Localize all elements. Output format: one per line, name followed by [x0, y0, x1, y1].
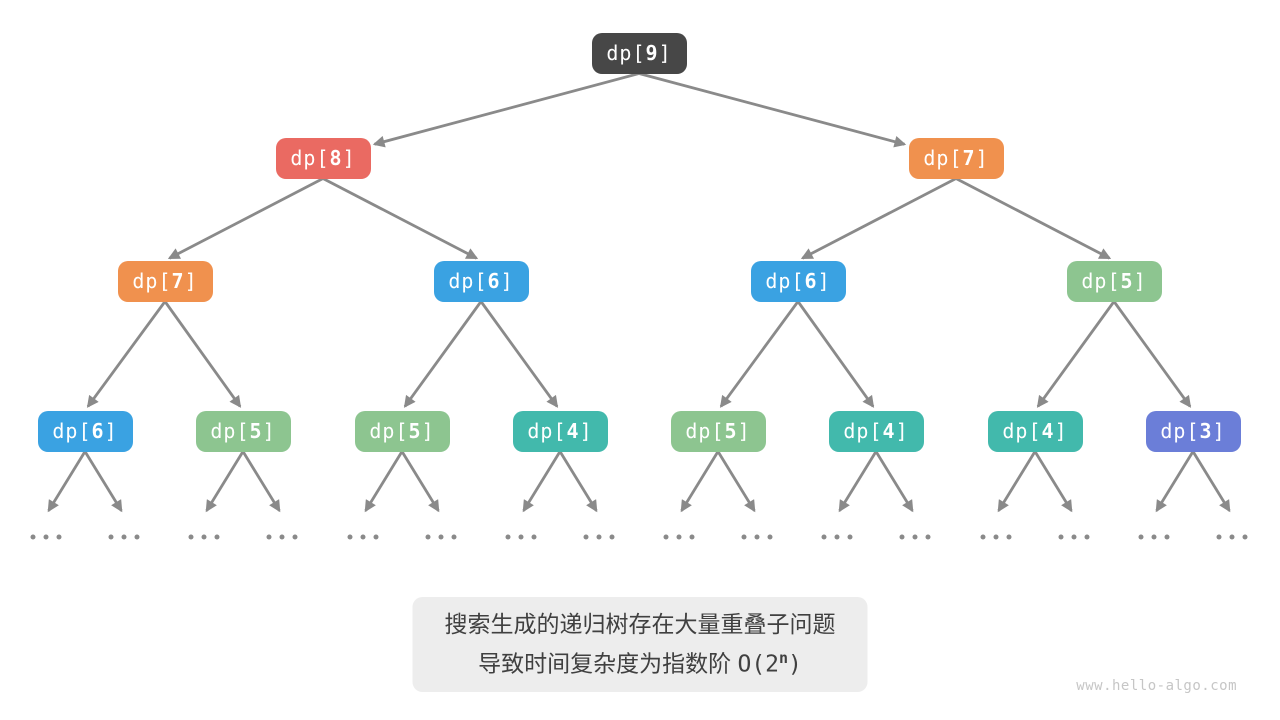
tree-edge: [479, 300, 559, 408]
tree-node-dp7r: dp[7]: [908, 137, 1004, 179]
caption-line-1: 搜索生成的递归树存在大量重叠子问题: [444, 611, 836, 637]
tree-edge: [83, 450, 123, 513]
tree-edge: [322, 177, 479, 260]
ellipsis-e10: [741, 534, 773, 540]
tree-edge: [400, 450, 440, 513]
ellipsis-e11: [821, 534, 853, 540]
tree-edge: [47, 450, 87, 513]
tree-edge: [86, 300, 167, 408]
tree-edge: [1155, 450, 1195, 513]
ellipsis-e9: [663, 534, 695, 540]
complexity-exponent: n: [779, 649, 789, 667]
tree-node-dp5a: dp[5]: [1066, 260, 1162, 302]
ellipsis-e13: [980, 534, 1012, 540]
tree-edge: [796, 300, 875, 408]
ellipsis-e1: [30, 534, 62, 540]
ellipsis-e16: [1216, 534, 1248, 540]
tree-edge: [163, 300, 242, 408]
tree-node-dp6c: dp[6]: [37, 410, 133, 452]
tree-edge: [719, 300, 800, 408]
caption-box: 搜索生成的递归树存在大量重叠子问题 导致时间复杂度为指数阶 O(2n): [412, 597, 868, 692]
tree-node-dp6a: dp[6]: [433, 260, 529, 302]
tree-edge: [1112, 300, 1192, 408]
caption-line-2-text: 导致时间复杂度为指数阶: [478, 650, 738, 677]
tree-edge: [1191, 450, 1231, 513]
tree-edge: [874, 450, 914, 513]
ellipsis-e6: [425, 534, 457, 540]
ellipsis-e7: [505, 534, 537, 540]
tree-node-dp6b: dp[6]: [750, 260, 846, 302]
caption-line-2: 导致时间复杂度为指数阶 O(2n): [445, 641, 836, 682]
tree-edge: [955, 177, 1112, 260]
ellipsis-e14: [1058, 534, 1090, 540]
complexity-formula: O(2: [737, 651, 780, 678]
ellipsis-e8: [583, 534, 615, 540]
ellipsis-e12: [899, 534, 931, 540]
tree-node-dp4a: dp[4]: [512, 410, 608, 452]
ellipsis-e5: [347, 534, 379, 540]
tree-node-dp5c: dp[5]: [354, 410, 450, 452]
tree-edge: [372, 72, 640, 148]
ellipsis-e2: [108, 534, 140, 540]
tree-node-dp5d: dp[5]: [670, 410, 766, 452]
tree-edge: [800, 177, 957, 260]
tree-edge: [205, 450, 245, 513]
tree-edge: [558, 450, 598, 513]
tree-node-dp8: dp[8]: [275, 137, 371, 179]
tree-edge: [838, 450, 878, 513]
tree-edge: [1036, 300, 1116, 408]
ellipsis-e15: [1138, 534, 1170, 540]
tree-edge: [716, 450, 756, 513]
tree-node-dp7l: dp[7]: [117, 260, 213, 302]
watermark: www.hello-algo.com: [1076, 678, 1237, 694]
tree-node-dp4b: dp[4]: [828, 410, 924, 452]
tree-edge: [680, 450, 720, 513]
tree-edge: [241, 450, 281, 513]
tree-edge: [167, 177, 324, 260]
tree-node-dp5b: dp[5]: [195, 410, 291, 452]
tree-edge: [522, 450, 562, 513]
ellipsis-e4: [266, 534, 298, 540]
complexity-formula-close: ): [788, 651, 802, 678]
tree-edge: [997, 450, 1037, 513]
tree-node-dp3: dp[3]: [1145, 410, 1241, 452]
tree-edge: [364, 450, 404, 513]
ellipsis-e3: [188, 534, 220, 540]
tree-node-dp4c: dp[4]: [987, 410, 1083, 452]
tree-node-dp9: dp[9]: [591, 32, 687, 74]
tree-edge: [403, 300, 483, 408]
tree-edge: [638, 72, 907, 148]
tree-edge: [1033, 450, 1073, 513]
